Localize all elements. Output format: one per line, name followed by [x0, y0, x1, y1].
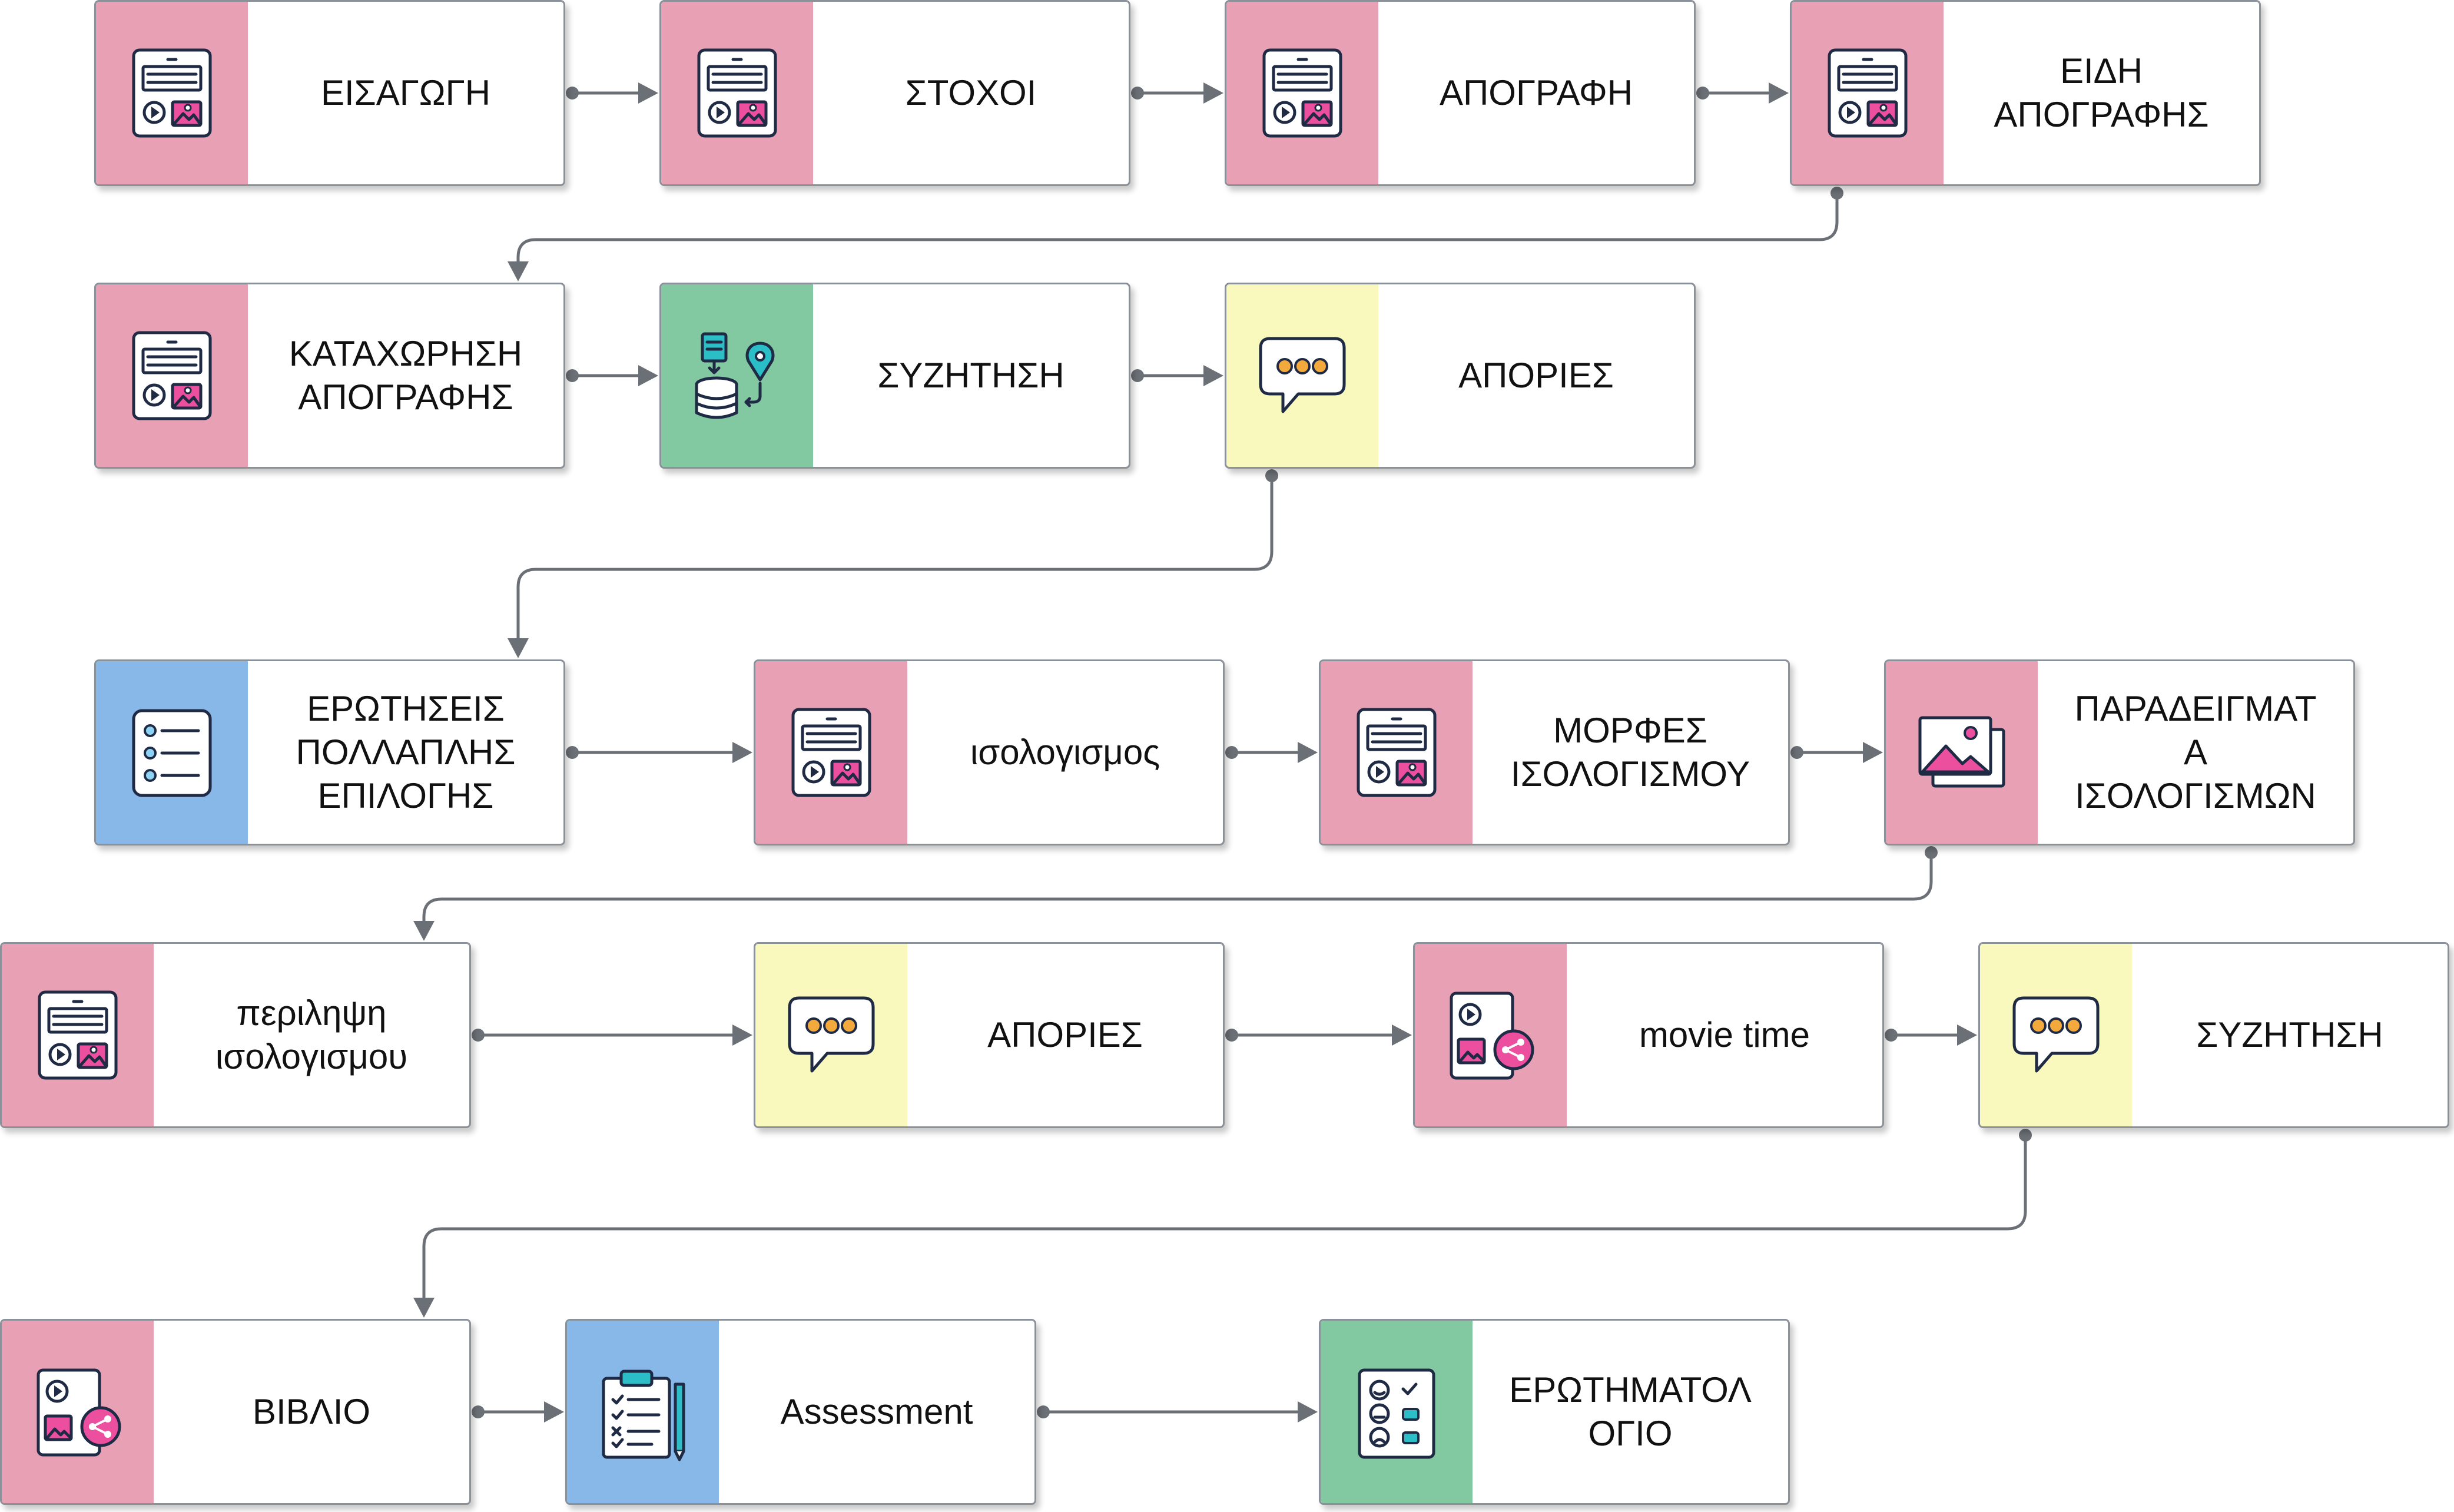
- node-label: ΑΠΟΡΙΕΣ: [1458, 356, 1614, 395]
- arrow-head: [638, 365, 658, 386]
- node-label: περιληψη ισολογισμου: [215, 993, 408, 1076]
- node-color-strip: [2, 1321, 154, 1503]
- chat-bubble-icon: [2012, 996, 2100, 1073]
- node-label: movie time: [1639, 1015, 1810, 1055]
- flow-node[interactable]: ισολογισμος: [754, 659, 1225, 845]
- node-label: ΚΑΤΑΧΩΡΗΣΗ ΑΠΟΓΡΑΦΗΣ: [288, 334, 523, 417]
- node-label: Assessment: [780, 1392, 973, 1431]
- flow-node[interactable]: ΑΠΟΓΡΑΦΗ: [1225, 0, 1696, 186]
- node-label: ΕΙΔΗ ΑΠΟΓΡΑΦΗΣ: [1994, 51, 2209, 134]
- media-document-icon: [1828, 48, 1908, 138]
- node-color-strip: [1321, 1321, 1473, 1503]
- flow-node[interactable]: ΕΡΩΤΗΜΑΤΟΛ ΟΓΙΟ: [1319, 1319, 1790, 1505]
- arrow-head: [1863, 742, 1883, 763]
- node-color-strip: [755, 944, 907, 1126]
- arrow-head: [1203, 365, 1223, 386]
- chat-bubble-icon: [1259, 337, 1346, 413]
- node-label: ΕΡΩΤΗΣΕΙΣ ΠΟΛΛΑΠΛΗΣ ΕΠΙΛΟΓΗΣ: [296, 689, 516, 815]
- arrow-head: [1203, 82, 1223, 104]
- node-color-strip: [1226, 284, 1378, 467]
- node-color-strip: [1226, 2, 1378, 184]
- node-color-strip: [1415, 944, 1567, 1126]
- node-color-strip: [661, 284, 813, 467]
- flow-node[interactable]: ΣΥΖΗΤΗΣΗ: [659, 283, 1130, 469]
- flow-node[interactable]: ΕΙΔΗ ΑΠΟΓΡΑΦΗΣ: [1790, 0, 2261, 186]
- flow-node[interactable]: ΣΤΟΧΟΙ: [659, 0, 1130, 186]
- media-document-icon: [38, 990, 118, 1080]
- connector-line: [422, 1135, 2027, 1300]
- node-color-strip: [755, 661, 907, 844]
- node-color-strip: [2, 944, 154, 1126]
- media-document-icon: [132, 331, 212, 420]
- arrow-head: [413, 921, 435, 941]
- node-label: ΣΥΖΗΤΗΣΗ: [2196, 1015, 2383, 1055]
- node-label: ΒΙΒΛΙΟ: [252, 1392, 371, 1431]
- media-document-icon: [1262, 48, 1342, 138]
- node-color-strip: [1980, 944, 2132, 1126]
- clipboard-checklist-icon: [602, 1370, 685, 1461]
- media-document-icon: [1357, 708, 1437, 797]
- feedback-survey-icon: [1358, 1368, 1435, 1459]
- arrow-head: [638, 82, 658, 104]
- arrow-head: [1298, 742, 1318, 763]
- image-gallery-icon: [1918, 716, 2005, 788]
- arrow-head: [413, 1298, 435, 1318]
- checklist-icon: [132, 709, 212, 797]
- flow-node[interactable]: περιληψη ισολογισμου: [0, 942, 471, 1128]
- flow-node[interactable]: ΣΥΖΗΤΗΣΗ: [1978, 942, 2449, 1128]
- flow-node[interactable]: Assessment: [565, 1319, 1036, 1505]
- media-share-icon: [1450, 992, 1534, 1080]
- node-label: ισολογισμος: [970, 732, 1160, 772]
- node-color-strip: [96, 2, 248, 184]
- node-color-strip: [567, 1321, 719, 1503]
- flow-node[interactable]: ΚΑΤΑΧΩΡΗΣΗ ΑΠΟΓΡΑΦΗΣ: [94, 283, 565, 469]
- node-label: ΑΠΟΡΙΕΣ: [987, 1015, 1143, 1055]
- arrow-head: [732, 1024, 752, 1046]
- node-label: ΕΙΣΑΓΩΓΗ: [320, 73, 491, 112]
- flow-node[interactable]: ΠΑΡΑΔΕΙΓΜΑΤ Α ΙΣΟΛΟΓΙΣΜΩΝ: [1884, 659, 2355, 845]
- node-label: ΣΤΟΧΟΙ: [905, 73, 1037, 112]
- node-color-strip: [96, 661, 248, 844]
- node-label: ΠΑΡΑΔΕΙΓΜΑΤ Α ΙΣΟΛΟΓΙΣΜΩΝ: [2074, 689, 2317, 815]
- flow-node[interactable]: ΜΟΡΦΕΣ ΙΣΟΛΟΓΙΣΜΟΥ: [1319, 659, 1790, 845]
- flow-node[interactable]: ΑΠΟΡΙΕΣ: [754, 942, 1225, 1128]
- flow-node[interactable]: ΕΙΣΑΓΩΓΗ: [94, 0, 565, 186]
- node-label: ΜΟΡΦΕΣ ΙΣΟΛΟΓΙΣΜΟΥ: [1510, 711, 1750, 794]
- node-color-strip: [96, 284, 248, 467]
- arrow-head: [1769, 82, 1789, 104]
- arrow-head: [1957, 1024, 1977, 1046]
- node-color-strip: [661, 2, 813, 184]
- node-label: ΣΥΖΗΤΗΣΗ: [877, 356, 1064, 395]
- flow-node[interactable]: ΒΙΒΛΙΟ: [0, 1319, 471, 1505]
- media-document-icon: [132, 48, 212, 138]
- chat-bubble-icon: [788, 996, 875, 1073]
- arrow-head: [508, 261, 529, 281]
- arrow-head: [1392, 1024, 1412, 1046]
- node-color-strip: [1321, 661, 1473, 844]
- database-location-icon: [695, 332, 775, 419]
- media-document-icon: [697, 48, 777, 138]
- media-share-icon: [37, 1368, 121, 1457]
- arrow-head: [1298, 1401, 1318, 1423]
- node-color-strip: [1792, 2, 1944, 184]
- arrow-head: [508, 638, 529, 658]
- node-label: ΑΠΟΓΡΑΦΗ: [1439, 73, 1633, 112]
- flow-node[interactable]: movie time: [1413, 942, 1884, 1128]
- arrow-head: [732, 742, 752, 763]
- connector-line: [516, 476, 1274, 641]
- node-label: ΕΡΩΤΗΜΑΤΟΛ ΟΓΙΟ: [1509, 1370, 1752, 1453]
- node-color-strip: [1886, 661, 2038, 844]
- media-document-icon: [791, 708, 871, 797]
- arrow-head: [544, 1401, 564, 1423]
- connector-line: [516, 193, 1839, 264]
- flow-node[interactable]: ΕΡΩΤΗΣΕΙΣ ΠΟΛΛΑΠΛΗΣ ΕΠΙΛΟΓΗΣ: [94, 659, 565, 845]
- connector-line: [422, 853, 1933, 923]
- flow-node[interactable]: ΑΠΟΡΙΕΣ: [1225, 283, 1696, 469]
